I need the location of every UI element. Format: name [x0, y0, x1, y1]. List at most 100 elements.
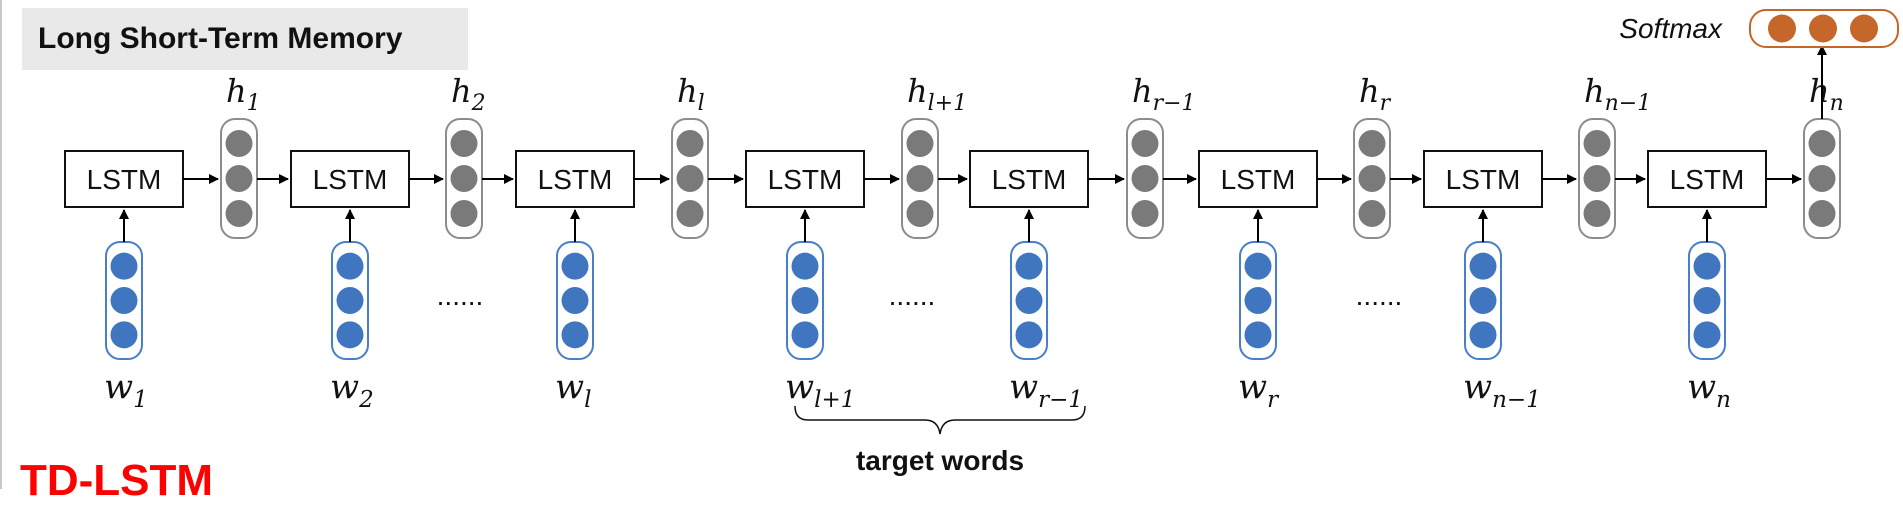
word-embedding: [556, 241, 594, 360]
word-embedding-dot: [791, 287, 819, 314]
word-embedding-dot: [791, 321, 819, 349]
word-embedding-dot: [1015, 252, 1043, 280]
hidden-state-dot: [1583, 130, 1611, 157]
word-embedding-dot: [336, 321, 364, 349]
word-embedding-dot: [1015, 321, 1043, 349]
word-embedding-dot: [561, 321, 589, 349]
hidden-state: [1126, 118, 1164, 239]
word-embedding-dot: [561, 252, 589, 280]
hidden-state-dot: [1131, 165, 1159, 192]
word-embedding-dot: [1244, 252, 1272, 280]
hidden-label: hn: [1809, 72, 1844, 116]
lstm-label: LSTM: [1670, 164, 1745, 195]
hidden-state-dot: [225, 165, 253, 192]
hidden-state-dot: [676, 130, 704, 157]
word-label: wr−1: [1009, 367, 1083, 413]
hidden-state-dot: [1358, 200, 1386, 227]
hidden-state-dot: [676, 165, 704, 192]
word-label: w2: [330, 367, 374, 413]
hidden-state: [445, 118, 483, 239]
ellipsis: ......: [889, 280, 936, 311]
hidden-state-dot: [1131, 130, 1159, 157]
hidden-label: h2: [451, 72, 486, 116]
word-label: wn: [1687, 367, 1731, 413]
target-words-brace: [794, 405, 1086, 435]
word-embedding-dot: [110, 287, 138, 314]
hidden-label: h1: [226, 72, 261, 116]
hidden-state-dot: [1583, 165, 1611, 192]
hidden-state: [901, 118, 939, 239]
lstm-box: [969, 150, 1089, 208]
word-embedding: [1010, 241, 1048, 360]
hidden-label: hr: [1359, 72, 1392, 116]
lstm-label: LSTM: [992, 164, 1067, 195]
lstm-label: LSTM: [1221, 164, 1296, 195]
target-words-label: target words: [856, 445, 1024, 476]
word-embedding-dot: [1693, 252, 1721, 280]
hidden-state-dot: [450, 200, 478, 227]
title-box: [22, 8, 468, 70]
hidden-label: hl+1: [907, 72, 967, 116]
softmax-dot: [1768, 14, 1796, 43]
softmax-dot: [1850, 14, 1878, 43]
word-label: wl: [555, 367, 591, 413]
hidden-state: [220, 118, 258, 239]
word-label: wr: [1238, 367, 1280, 413]
hidden-state-dot: [450, 165, 478, 192]
hidden-state-dot: [1358, 165, 1386, 192]
lstm-box: [1423, 150, 1543, 208]
word-embedding: [331, 241, 369, 360]
hidden-state-dot: [225, 130, 253, 157]
hidden-state-dot: [1808, 165, 1836, 192]
lstm-box: [64, 150, 184, 208]
hidden-label: hl: [677, 72, 705, 116]
hidden-state: [1578, 118, 1616, 239]
hidden-label: hr−1: [1132, 72, 1196, 116]
lstm-label: LSTM: [768, 164, 843, 195]
word-embedding-dot: [110, 321, 138, 349]
lstm-diagram: LSTM h1 w1 LSTM h2 w2 LSTM hl wl LSTM hl+1 wl+1 LSTM…: [64, 9, 1899, 476]
word-embedding-dot: [336, 287, 364, 314]
word-embedding-dot: [1469, 287, 1497, 314]
lstm-label: LSTM: [87, 164, 162, 195]
hidden-state-dot: [1808, 200, 1836, 227]
word-embedding-dot: [791, 252, 819, 280]
word-embedding: [105, 241, 143, 360]
hidden-state-dot: [1358, 130, 1386, 157]
softmax-label: Softmax: [1619, 13, 1723, 44]
left-border: [0, 0, 2, 489]
hidden-state-dot: [450, 130, 478, 157]
word-embedding: [786, 241, 824, 360]
ellipsis: ......: [437, 280, 484, 311]
hidden-state: [1803, 118, 1841, 239]
hidden-state-dot: [906, 200, 934, 227]
hidden-state-dot: [906, 130, 934, 157]
word-embedding: [1688, 241, 1726, 360]
word-label: wl+1: [785, 367, 855, 413]
lstm-box: [1647, 150, 1767, 208]
ellipsis: ......: [1356, 280, 1403, 311]
lstm-label: LSTM: [538, 164, 613, 195]
softmax-dot: [1809, 14, 1837, 43]
hidden-state-dot: [906, 165, 934, 192]
word-embedding-dot: [1015, 287, 1043, 314]
softmax-output: [1749, 9, 1899, 48]
word-label: w1: [104, 367, 148, 413]
section-heading: TD-LSTM: [20, 456, 214, 505]
hidden-state-dot: [676, 200, 704, 227]
hidden-state: [1353, 118, 1391, 239]
word-embedding-dot: [1244, 321, 1272, 349]
word-embedding: [1239, 241, 1277, 360]
word-embedding-dot: [561, 287, 589, 314]
lstm-label: LSTM: [1446, 164, 1521, 195]
word-embedding: [1464, 241, 1502, 360]
word-embedding-dot: [1244, 287, 1272, 314]
diagram-title: Long Short-Term Memory: [38, 22, 403, 55]
hidden-state-dot: [225, 200, 253, 227]
lstm-box: [1198, 150, 1318, 208]
lstm-label: LSTM: [313, 164, 388, 195]
word-embedding-dot: [1693, 321, 1721, 349]
hidden-label: hn−1: [1584, 72, 1651, 116]
word-embedding-dot: [1693, 287, 1721, 314]
word-embedding-dot: [1469, 252, 1497, 280]
